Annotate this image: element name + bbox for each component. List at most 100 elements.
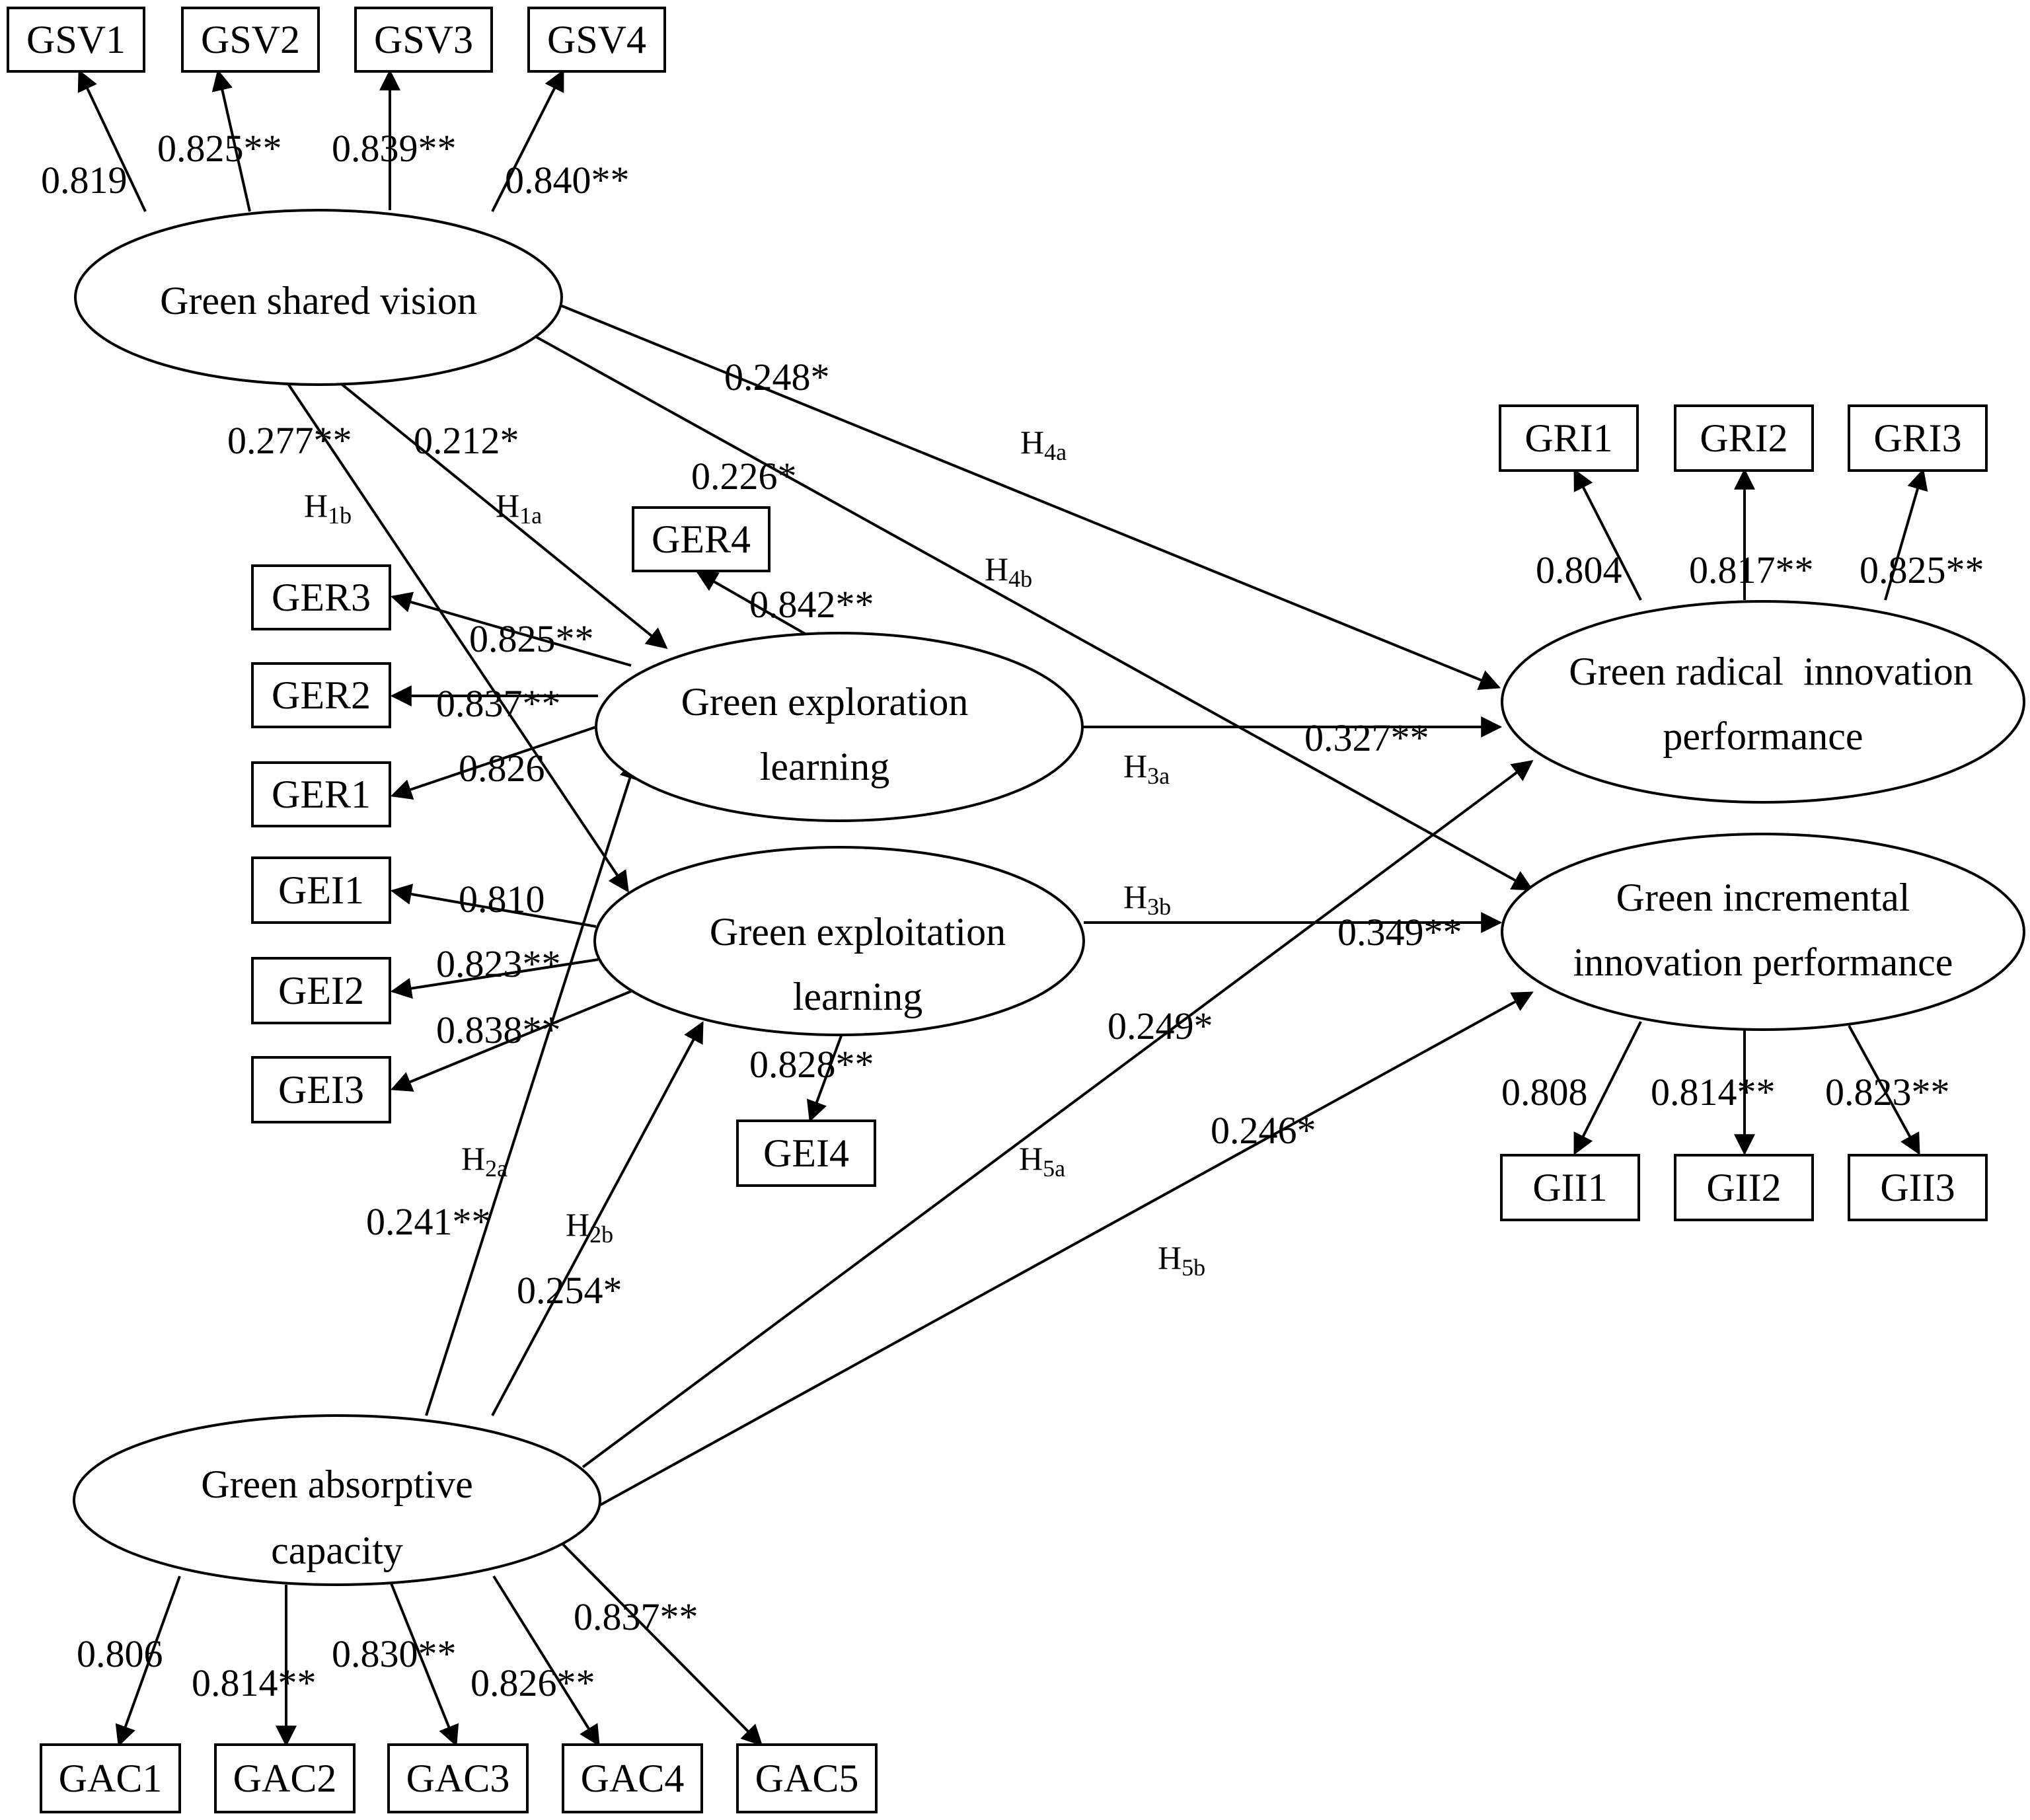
- indicator-gsv2: GSV2: [181, 7, 320, 73]
- indicator-gsv1: GSV1: [7, 7, 145, 73]
- path-coef-h1b: 0.277**: [227, 419, 352, 462]
- hypothesis-subscript: 3b: [1147, 893, 1171, 920]
- indicator-label: GRI3: [1873, 416, 1961, 460]
- hypothesis-h5b: H5b: [1158, 1239, 1205, 1281]
- hypothesis-letter: H: [496, 487, 519, 524]
- indicator-gei3: GEI3: [251, 1056, 391, 1123]
- indicator-label: GER1: [272, 773, 371, 816]
- indicator-label: GAC5: [755, 1757, 859, 1800]
- arrow-gri-gri3: [1884, 468, 1928, 601]
- loading-gac5: 0.837**: [574, 1595, 698, 1638]
- hypothesis-subscript: 1b: [328, 502, 352, 529]
- path-h5b: [599, 991, 1534, 1507]
- indicator-label: GER2: [272, 673, 371, 717]
- indicator-label: GSV3: [374, 18, 473, 61]
- hypothesis-h2a: H2a: [461, 1140, 508, 1182]
- arrow-ger-ger1: [390, 726, 597, 800]
- hypothesis-letter: H: [1123, 878, 1147, 915]
- loading-gei2: 0.823**: [436, 942, 561, 985]
- construct-label-line-1: Green incremental: [1616, 876, 1910, 919]
- loading-gsv2: 0.825**: [157, 127, 282, 170]
- indicator-gac1: GAC1: [40, 1743, 181, 1813]
- loading-ger3: 0.825**: [469, 617, 594, 660]
- construct-label-line-2: performance: [1663, 714, 1863, 758]
- loading-gei3: 0.838**: [436, 1008, 561, 1051]
- indicator-ger2: GER2: [251, 662, 391, 728]
- indicator-gac4: GAC4: [562, 1743, 703, 1813]
- indicator-gri2: GRI2: [1674, 404, 1814, 472]
- hypothesis-letter: H: [461, 1140, 485, 1177]
- construct-green-shared-vision: Green shared vision: [74, 209, 563, 386]
- path-h5a: [582, 760, 1534, 1468]
- construct-green-absorptive-capacity: Green absorptive capacity: [73, 1414, 601, 1586]
- path-coef-h1a: 0.212*: [414, 419, 519, 462]
- hypothesis-subscript: 4b: [1008, 566, 1032, 592]
- indicator-label: GRI1: [1524, 416, 1612, 460]
- indicator-gii1: GII1: [1500, 1154, 1640, 1221]
- hypothesis-h2b: H2b: [566, 1206, 613, 1248]
- constructs: Green shared vision Green exploration le…: [73, 209, 2025, 1586]
- arrow-ger-ger3: [390, 591, 632, 667]
- hypothesis-subscript: 2a: [485, 1155, 508, 1182]
- arrow-gei-gei1: [390, 884, 597, 928]
- arrow-gsv-gsv2: [211, 69, 251, 212]
- indicator-gei4: GEI4: [736, 1119, 876, 1187]
- hypothesis-letter: H: [566, 1206, 589, 1243]
- indicator-label: GAC4: [581, 1757, 685, 1800]
- path-coef-h4b: 0.226*: [691, 455, 797, 498]
- arrow-gei-gei2: [390, 958, 599, 999]
- loading-gii1: 0.808: [1501, 1071, 1588, 1114]
- hypothesis-letter: H: [304, 487, 328, 524]
- arrow-gri-gri1: [1573, 469, 1642, 601]
- construct-green-exploitation-learning: Green exploitation learning: [593, 846, 1085, 1036]
- indicator-label: GSV2: [201, 18, 300, 61]
- path-h1b: [283, 377, 629, 893]
- hypothesis-subscript: 3a: [1147, 763, 1170, 789]
- construct-green-incremental-innovation-performance: Green incremental innovation performance: [1501, 833, 2025, 1031]
- hypothesis-subscript: 5b: [1182, 1254, 1205, 1281]
- loading-ger4: 0.842**: [749, 583, 874, 626]
- hypothesis-letter: H: [1158, 1239, 1182, 1276]
- indicator-label: GII1: [1532, 1166, 1607, 1209]
- arrow-ger-ger4: [696, 571, 807, 636]
- indicator-ger3: GER3: [251, 564, 391, 630]
- indicator-label: GRI2: [1700, 416, 1787, 460]
- hypothesis-h5a: H5a: [1019, 1140, 1065, 1182]
- indicator-label: GSV1: [26, 18, 126, 61]
- indicator-gac2: GAC2: [214, 1743, 356, 1813]
- hypothesis-h3b: H3b: [1123, 878, 1171, 920]
- path-coef-h2a: 0.241**: [366, 1200, 491, 1243]
- path-coef-h5a: 0.249*: [1108, 1005, 1213, 1047]
- arrow-gei-gei4: [806, 1032, 844, 1123]
- path-coef-h3a: 0.327**: [1304, 716, 1429, 759]
- indicator-label: GEI1: [278, 868, 364, 912]
- arrow-gsv-gsv4: [491, 69, 564, 212]
- hypothesis-letter: H: [1123, 747, 1147, 784]
- hypothesis-subscript: 1a: [519, 502, 542, 529]
- arrow-gii-gii1: [1573, 1021, 1642, 1155]
- arrow-gii-gii3: [1848, 1025, 1920, 1155]
- indicator-gii2: GII2: [1674, 1154, 1814, 1221]
- hypothesis-letter: H: [1020, 424, 1044, 461]
- loading-gsv4: 0.840**: [505, 159, 630, 202]
- loading-gri3: 0.825**: [1860, 549, 1984, 591]
- path-coef-h2b: 0.254*: [517, 1269, 622, 1312]
- indicator-label: GII2: [1706, 1166, 1781, 1209]
- path-h4b: [533, 334, 1534, 891]
- construct-label-line-1: Green exploitation: [710, 910, 1006, 954]
- indicator-ger4: GER4: [632, 506, 771, 572]
- loading-gsv3: 0.839**: [332, 127, 457, 170]
- indicator-label: GAC1: [59, 1757, 163, 1800]
- indicator-gri3: GRI3: [1848, 404, 1988, 472]
- construct-green-exploration-learning: Green exploration learning: [595, 632, 1084, 822]
- loading-gac2: 0.814**: [192, 1661, 317, 1704]
- loading-ger2: 0.837**: [436, 682, 561, 725]
- path-h4a: [560, 304, 1501, 690]
- loading-gri2: 0.817**: [1689, 549, 1814, 591]
- path-h2a: [425, 757, 640, 1416]
- hypothesis-subscript: 5a: [1043, 1155, 1065, 1182]
- indicator-gac3: GAC3: [387, 1743, 529, 1813]
- path-h1a: [334, 378, 668, 650]
- arrow-gsv-gsv1: [77, 69, 147, 212]
